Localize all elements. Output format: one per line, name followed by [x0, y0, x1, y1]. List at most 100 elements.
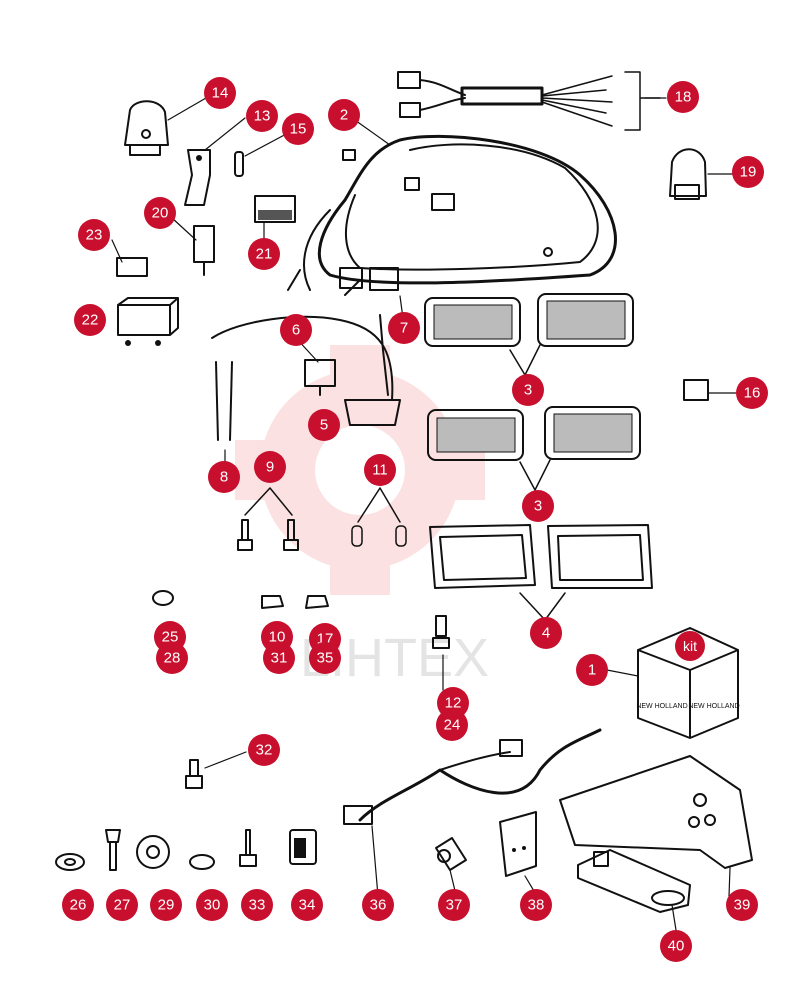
callout-circle [512, 374, 544, 406]
callout-8: 8 [208, 461, 240, 493]
part-36-harness [343, 728, 602, 825]
callout-circle [204, 77, 236, 109]
callout-circle [62, 889, 94, 921]
part-25-washer [152, 590, 174, 606]
part-34-rocker-switch [289, 829, 317, 865]
callout-19: 19 [732, 156, 764, 188]
callout-34: 34 [291, 889, 323, 921]
part-13-bracket [184, 149, 211, 206]
callout-circle [308, 409, 340, 441]
callout-9: 9 [254, 451, 286, 483]
callout-number: 7 [400, 320, 408, 337]
callout-circle [520, 889, 552, 921]
part-17-nut [305, 595, 329, 609]
callout-11: 11 [364, 454, 396, 486]
callout-number: 10 [269, 629, 286, 646]
callout-number: 27 [114, 897, 131, 914]
callout-15: 15 [282, 113, 314, 145]
callout-circle [530, 617, 562, 649]
callout-number: 34 [299, 897, 316, 914]
callout-circle [208, 461, 240, 493]
callout-1: 1 [576, 654, 608, 686]
callout-6: 6 [280, 314, 312, 346]
kit-box: kit NEW HOLLAND NEW HOLLAND [636, 627, 740, 739]
part-19-lamp-cover [669, 148, 707, 200]
callout-circle [732, 156, 764, 188]
callout-number: 3 [534, 498, 542, 515]
callout-number: 28 [164, 650, 181, 667]
part-11-bulbs [351, 487, 407, 547]
callout-number: 3 [524, 382, 532, 399]
callout-circle [261, 621, 293, 653]
callout-number: 35 [317, 650, 334, 667]
callout-number: 32 [256, 742, 273, 759]
part-14-beacon-lamp [124, 100, 169, 156]
callout-number: 39 [734, 897, 751, 914]
callout-circle [667, 81, 699, 113]
callout-circle [106, 889, 138, 921]
callout-21: 21 [248, 238, 280, 270]
callout-33: 33 [241, 889, 273, 921]
callout-number: 38 [528, 897, 545, 914]
part-37-switch [435, 837, 467, 871]
callout-18: 18 [667, 81, 699, 113]
part-39-mounting-bracket [559, 755, 753, 869]
part-32-bolt [185, 759, 203, 789]
callout-number: 8 [220, 469, 228, 486]
part-20-flasher [193, 225, 215, 276]
callout-number: 19 [740, 164, 757, 181]
callout-circle [156, 642, 188, 674]
part-4-lamp-gaskets [429, 524, 653, 621]
callout-number: 22 [82, 312, 99, 329]
callout-16: 16 [736, 377, 768, 409]
callout-circle [280, 314, 312, 346]
callout-35: 35 [309, 642, 341, 674]
callout-32: 32 [248, 734, 280, 766]
callout-27: 27 [106, 889, 138, 921]
callout-22: 22 [74, 304, 106, 336]
callout-circle [438, 889, 470, 921]
part-29-grommet [136, 835, 170, 869]
callout-number: 25 [162, 629, 179, 646]
callout-23: 23 [78, 219, 110, 251]
part-12-screw [432, 615, 450, 649]
callout-number: 18 [675, 89, 692, 106]
callout-number: 33 [249, 897, 266, 914]
callout-circle [78, 219, 110, 251]
callout-circle [246, 100, 278, 132]
callout-circle [241, 889, 273, 921]
callout-number: 1 [588, 662, 596, 679]
callout-number: 40 [668, 938, 685, 955]
part-30-washer [189, 854, 215, 870]
part-5-wiring-bracket [211, 314, 401, 426]
callout-circle [364, 454, 396, 486]
callout-circle [660, 930, 692, 962]
callout-circle [362, 889, 394, 921]
callout-number: 24 [444, 717, 461, 734]
callout-number: 4 [542, 625, 550, 642]
callout-14: 14 [204, 77, 236, 109]
callout-circle [254, 451, 286, 483]
part-23-connector [116, 257, 148, 277]
part-27-bolt [105, 829, 121, 871]
callout-3: 3 [512, 374, 544, 406]
callout-number: 2 [340, 107, 348, 124]
callout-number: 16 [744, 385, 761, 402]
part-40-bracket [577, 849, 691, 913]
callout-number: 11 [372, 462, 388, 479]
callout-number: 5 [320, 417, 328, 434]
kit-brand-left: NEW HOLLAND [636, 703, 687, 710]
callout-number: 36 [370, 897, 387, 914]
callout-number: 23 [86, 227, 103, 244]
callout-circle [282, 113, 314, 145]
callout-37: 37 [438, 889, 470, 921]
part-6-connector [304, 359, 336, 396]
part-33-screw [239, 829, 257, 867]
part-26-washer [55, 853, 85, 871]
part-2-main-harness [287, 134, 617, 296]
part-8-cable-ties [215, 361, 233, 441]
part-10-nut [261, 595, 284, 609]
callout-number: 21 [256, 246, 273, 263]
callout-28: 28 [156, 642, 188, 674]
